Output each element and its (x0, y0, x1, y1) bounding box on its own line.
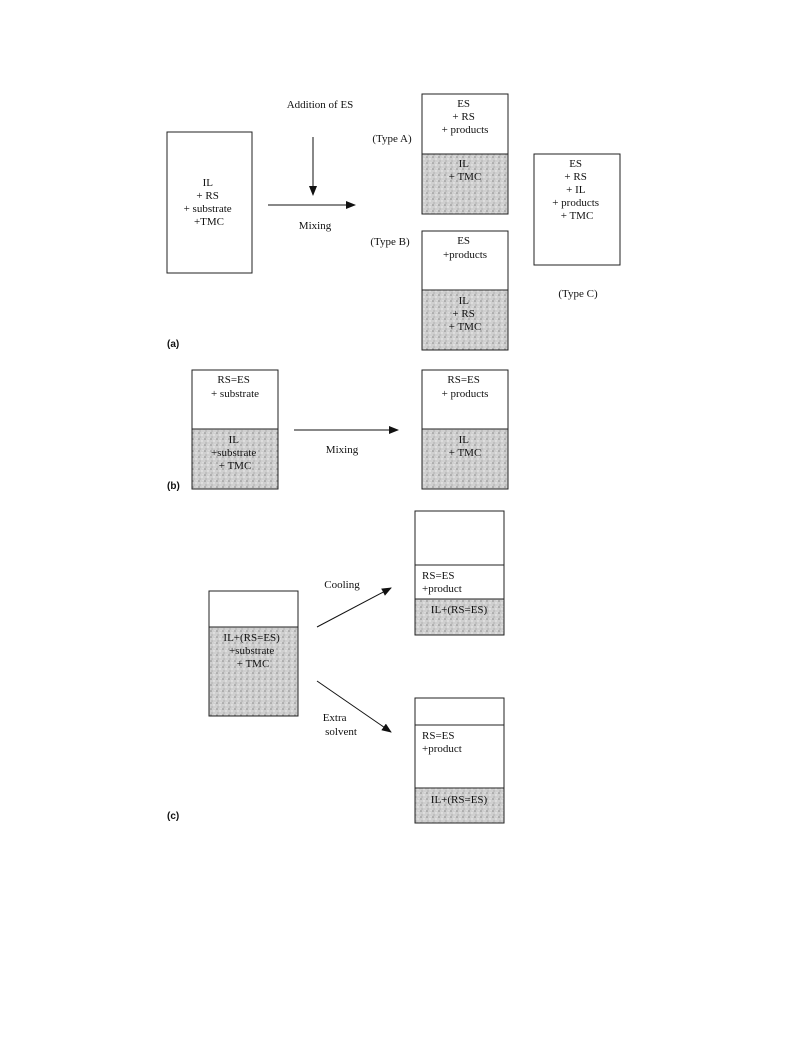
c-cooling-vessel: RS=ES +product IL+(RS=ES) (414, 510, 505, 636)
c-extra-solvent-vessel: RS=ES +product IL+(RS=ES) (414, 697, 505, 824)
a-type-b-ionic-liquid-phase (421, 289, 509, 351)
panel-a-label: (a) (167, 339, 179, 350)
panel-a: IL + RS + substrate +TMC Addition of ES … (166, 93, 621, 351)
b-final-ionic-liquid-phase (421, 428, 509, 490)
c-cooling-arrow (316, 587, 392, 628)
panel-b-label: (b) (167, 481, 180, 492)
c-initial-lower-text: IL+(RS=ES) +substrate + TMC (223, 632, 282, 670)
panel-c: IL+(RS=ES) +substrate + TMC Cooling Extr… (167, 510, 505, 824)
a-type-c-text: ES + RS + IL + products + TMC (552, 158, 602, 222)
a-type-b-lower-text: IL + RS + TMC (449, 295, 482, 333)
a-type-a-lower-text: IL + TMC (449, 158, 482, 183)
panel-c-label: (c) (167, 811, 179, 822)
c-extra-solvent-arrow (316, 680, 392, 733)
a-type-a-label: (Type A) (372, 133, 412, 145)
c-cooling-middle-text: RS=ES +product (422, 570, 462, 595)
a-type-a-vessel: ES + RS + products IL + TMC (421, 93, 509, 215)
a-type-b-upper-text: ES +products (443, 235, 487, 261)
c-initial-vessel: IL+(RS=ES) +substrate + TMC (208, 590, 299, 717)
a-initial-vessel (166, 131, 253, 274)
a-type-c-label: (Type C) (558, 288, 598, 300)
c-cooling-lower-text: IL+(RS=ES) (431, 604, 488, 616)
b-final-vessel: RS=ES + products IL + TMC (421, 369, 509, 490)
b-initial-lower-text: IL +substrate + TMC (211, 434, 259, 472)
panel-b: RS=ES + substrate IL +substrate + TMC Mi… (167, 369, 509, 492)
a-type-a-upper-text: ES + RS + products (442, 98, 489, 136)
b-final-lower-text: IL + TMC (449, 434, 482, 459)
b-initial-vessel: RS=ES + substrate IL +substrate + TMC (191, 369, 279, 490)
b-initial-upper-text: RS=ES + substrate (211, 374, 259, 400)
c-extra-solvent-label: Extra solvent (323, 712, 357, 738)
c-initial-ionic-liquid-phase (208, 626, 299, 717)
a-type-b-label: (Type B) (370, 236, 410, 248)
c-cooling-label: Cooling (324, 579, 360, 591)
c-extra-solvent-middle-text: RS=ES +product (422, 730, 462, 755)
a-addition-label: Addition of ES (287, 99, 354, 111)
a-initial-vessel-text: IL + RS + substrate +TMC (184, 177, 235, 228)
a-mixing-label: Mixing (299, 220, 332, 232)
c-extra-solvent-lower-text: IL+(RS=ES) (431, 794, 488, 806)
a-type-b-vessel: ES +products IL + RS + TMC (421, 230, 509, 351)
b-initial-ionic-liquid-phase (191, 428, 279, 490)
c-cooling-ionic-liquid-phase (414, 598, 505, 636)
b-final-upper-text: RS=ES + products (442, 374, 489, 400)
a-type-a-ionic-liquid-phase (421, 153, 509, 215)
b-mixing-label: Mixing (326, 444, 359, 456)
c-extra-solvent-ionic-liquid-phase (414, 787, 505, 824)
a-type-c-vessel: ES + RS + IL + products + TMC (533, 153, 621, 266)
